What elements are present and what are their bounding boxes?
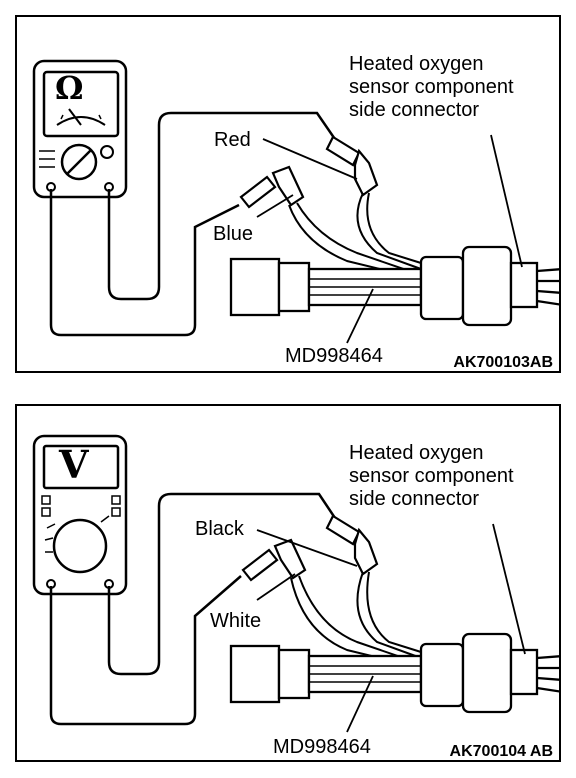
harness-jumper-wires xyxy=(288,192,422,280)
test-lead-wires xyxy=(49,492,341,726)
voltmeter-diagram-panel: V Heated oxygen sensor component side co… xyxy=(15,404,561,762)
white-probe-label: White xyxy=(210,610,262,632)
figure-code: AK700104 AB xyxy=(449,743,553,760)
callout-leader-lines xyxy=(256,523,526,733)
test-lead-wires xyxy=(49,111,341,337)
harness-md998464 xyxy=(229,245,559,327)
probe-black xyxy=(325,514,379,576)
connector-label-line-1: Heated oxygen xyxy=(349,53,484,75)
ohmmeter-diagram-panel: Ω Heated oxygen sensor component side co… xyxy=(15,15,561,373)
ohmmeter-body xyxy=(32,59,128,199)
harness-md998464 xyxy=(229,632,559,714)
harness-jumper-wires xyxy=(290,571,422,669)
ohm-symbol: Ω xyxy=(55,69,84,107)
wiring-illustration xyxy=(32,59,559,344)
voltmeter-body xyxy=(32,434,128,596)
connector-label-line-3: side connector xyxy=(349,99,480,121)
blue-probe-label: Blue xyxy=(213,223,254,245)
volt-symbol: V xyxy=(59,442,89,487)
wiring-illustration xyxy=(32,434,559,733)
tool-label: MD998464 xyxy=(273,736,371,758)
tool-label: MD998464 xyxy=(285,345,383,367)
red-probe-label: Red xyxy=(214,129,251,151)
connector-label-line-1: Heated oxygen xyxy=(349,442,484,464)
black-probe-label: Black xyxy=(195,518,244,540)
probe-white xyxy=(241,538,307,582)
figure-code: AK700103AB xyxy=(453,354,553,371)
connector-label-line-2: sensor component xyxy=(349,76,514,98)
connector-label-line-3: side connector xyxy=(349,488,480,510)
connector-callout: Heated oxygen sensor component side conn… xyxy=(349,53,514,122)
connector-label-line-2: sensor component xyxy=(349,465,514,487)
probe-red xyxy=(325,135,379,197)
probe-blue xyxy=(239,165,305,209)
connector-callout: Heated oxygen sensor component side conn… xyxy=(349,442,514,511)
callout-leader-lines xyxy=(256,134,523,344)
